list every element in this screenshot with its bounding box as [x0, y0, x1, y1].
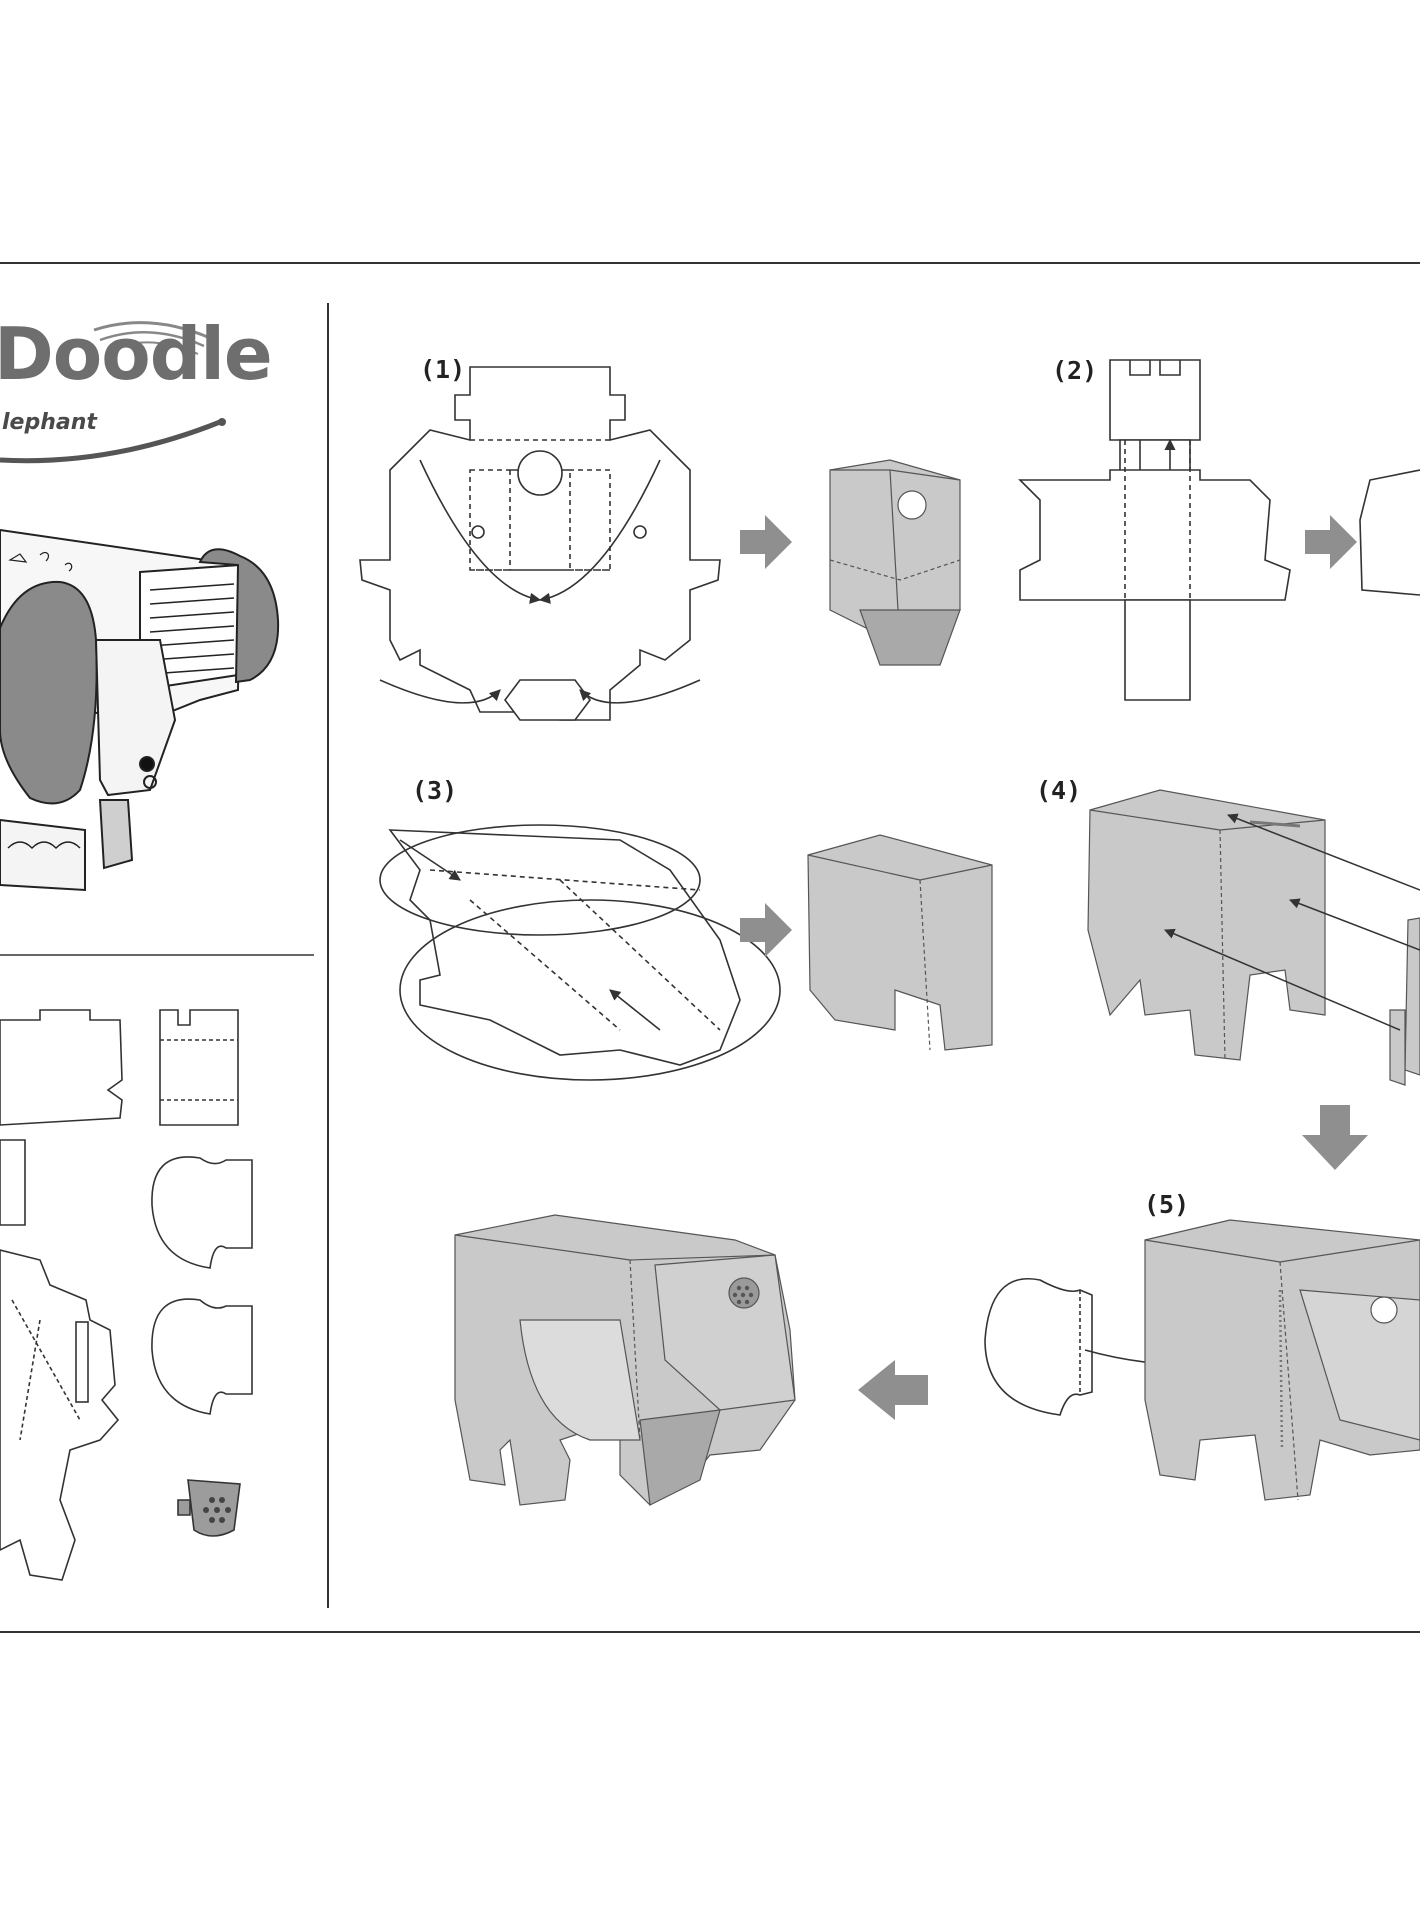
final-elephant-model — [454, 1214, 796, 1506]
logo-swoosh — [0, 321, 226, 464]
step-4-down-arrow — [1302, 1105, 1368, 1170]
step-4-assembly-diagram — [1087, 789, 1420, 1086]
finished-elephant-illustration — [0, 528, 280, 892]
logo-title: Doodle — [0, 312, 273, 396]
final-left-arrow — [858, 1360, 928, 1420]
step-label-4: (4) — [1036, 776, 1082, 805]
step-label-5: (5) — [1144, 1190, 1190, 1219]
parts-sheet — [0, 1009, 253, 1581]
step-2-arrow — [1305, 515, 1357, 569]
step-2-result-fragment — [1359, 469, 1420, 596]
step-1-net-diagram — [359, 366, 721, 721]
step-2-net-diagram — [1018, 359, 1291, 701]
step-label-3: (3) — [412, 776, 458, 805]
step-3-fold-diagram — [379, 824, 781, 1081]
step-3-arrow — [740, 903, 792, 957]
step-4-arrows — [1164, 813, 1420, 1031]
step-1-result-model — [829, 459, 961, 666]
step-1-arrow — [740, 515, 792, 569]
step-5-ear-part — [984, 1278, 1093, 1416]
step-label-2: (2) — [1052, 356, 1098, 385]
step-5-model — [1144, 1219, 1420, 1501]
step-3-result-model — [807, 834, 993, 1051]
step-label-1: (1) — [420, 355, 466, 384]
logo-subtitle: lephant — [2, 410, 97, 435]
